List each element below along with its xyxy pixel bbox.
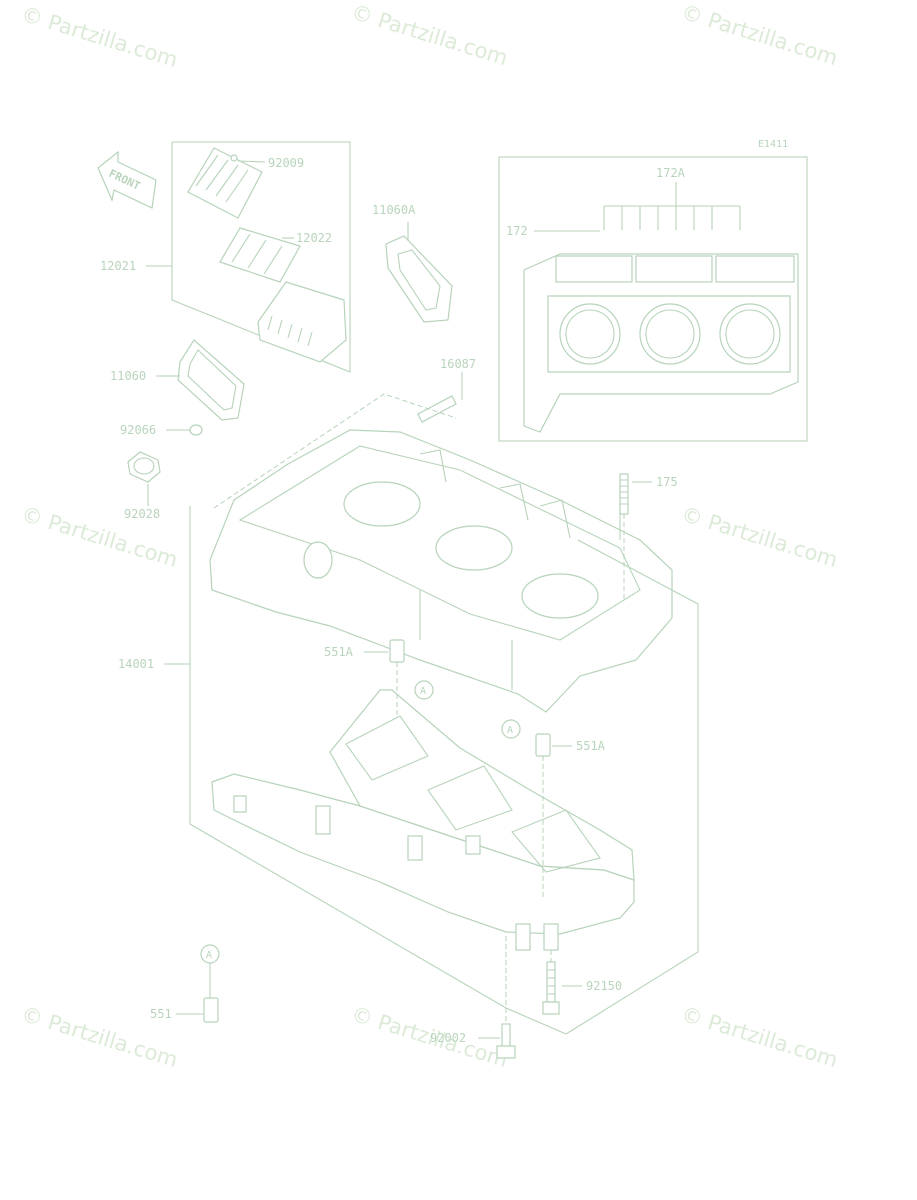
part-label-12022[interactable]: 12022	[296, 231, 332, 245]
watermark: © Partzilla.com	[679, 0, 841, 70]
bolt-92150-part	[542, 950, 582, 1015]
upper-crankcase-part	[209, 393, 673, 713]
diagram-code: E1411	[758, 139, 788, 150]
svg-text:A: A	[507, 725, 513, 736]
watermark: © Partzilla.com	[679, 1002, 841, 1072]
part-label-172a[interactable]: 172A	[656, 166, 686, 180]
lower-crankcase-part	[211, 689, 635, 951]
part-label-92066[interactable]: 92066	[120, 423, 156, 437]
part-label-14001[interactable]: 14001	[118, 657, 154, 671]
watermark: © Partzilla.com	[679, 502, 841, 572]
part-label-11060a[interactable]: 11060A	[372, 203, 416, 217]
part-label-551[interactable]: 551	[150, 1007, 172, 1021]
front-arrow-icon: FRONT	[97, 150, 157, 209]
part-label-172[interactable]: 172	[506, 224, 528, 238]
part-label-551a-right[interactable]: 551A	[576, 739, 606, 753]
part-label-11060[interactable]: 11060	[110, 369, 146, 383]
gasket-11060a-part	[385, 222, 453, 323]
reed-cage-part	[187, 147, 263, 219]
bolt-92002-part	[478, 936, 516, 1059]
reference-marker-a: A	[414, 680, 434, 700]
watermark: © Partzilla.com	[19, 2, 181, 72]
gasket-11060-part	[156, 339, 245, 421]
svg-text:A: A	[420, 686, 426, 697]
reference-marker-a: A	[200, 944, 220, 964]
part-label-92150[interactable]: 92150	[586, 979, 622, 993]
fitting-16087-part	[417, 372, 463, 423]
plug-92066-part	[166, 424, 203, 436]
svg-text:A: A	[206, 950, 212, 961]
part-labels: 92009 12022 12021 11060A 11060 16087 920…	[100, 156, 686, 1045]
part-label-551a-left[interactable]: 551A	[324, 645, 354, 659]
part-label-16087[interactable]: 16087	[440, 357, 476, 371]
cylinder-block-group	[498, 156, 808, 442]
part-label-92028[interactable]: 92028	[124, 507, 160, 521]
dowel-551-part	[176, 963, 219, 1023]
reed-block-part	[257, 281, 347, 363]
dowel-551a-left-part	[364, 639, 405, 716]
dowel-551a-right-part	[535, 733, 572, 900]
part-label-92002[interactable]: 92002	[430, 1031, 466, 1045]
reed-petal-part	[219, 227, 301, 283]
reed-valve-group	[146, 141, 351, 373]
part-label-12021[interactable]: 12021	[100, 259, 136, 273]
bushing-92028-part	[127, 451, 161, 506]
stud-175-part	[619, 473, 652, 600]
reference-marker-a: A	[501, 719, 521, 739]
part-label-175[interactable]: 175	[656, 475, 678, 489]
part-label-92009[interactable]: 92009	[268, 156, 304, 170]
watermark: © Partzilla.com	[349, 0, 511, 70]
